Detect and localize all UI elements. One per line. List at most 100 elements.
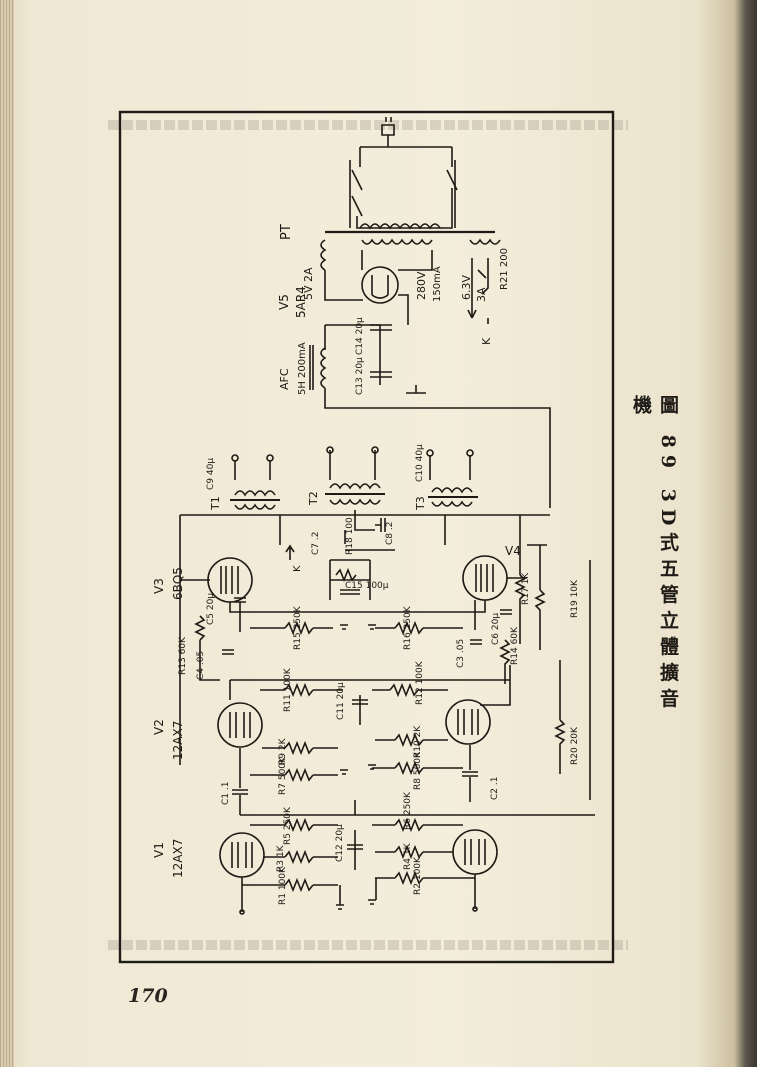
bleed-through-text bbox=[108, 940, 628, 950]
filament-voltage-label: 6.3V bbox=[460, 275, 473, 300]
transformer-secondary bbox=[361, 238, 433, 245]
r13-label: R13 60K bbox=[178, 636, 188, 675]
resistor-r10 bbox=[375, 732, 448, 748]
v3-label: V3 bbox=[152, 578, 166, 594]
capacitor-c4 bbox=[222, 649, 234, 655]
v2b-tube-icon bbox=[445, 699, 491, 745]
resistor-r9 bbox=[262, 740, 338, 756]
v2-type-label: 12AX7 bbox=[171, 721, 185, 760]
schematic-frame bbox=[118, 110, 615, 964]
rectifier-tube-icon bbox=[361, 266, 399, 304]
c5-label: C5 20μ bbox=[206, 593, 216, 625]
r3-label: R3 1K bbox=[276, 844, 286, 872]
pt-label: PT bbox=[279, 224, 294, 240]
transformer-secondary bbox=[320, 239, 327, 271]
capacitor-c11 bbox=[352, 695, 368, 725]
r17-label: R17 1K bbox=[521, 572, 531, 605]
resistor-r2 bbox=[375, 870, 475, 886]
capacitor-c13 bbox=[370, 371, 392, 378]
v2-tube-icon bbox=[217, 702, 263, 748]
choke-coil bbox=[320, 347, 327, 389]
r9-label: R9 2K bbox=[278, 737, 288, 765]
r16-label: R16 250K bbox=[403, 605, 413, 650]
r4-label: R4 1K bbox=[403, 842, 413, 870]
hv-label: 280V bbox=[415, 271, 428, 300]
t3-primary bbox=[431, 500, 473, 507]
resistor-r11 bbox=[260, 682, 343, 698]
resistor-r5 bbox=[250, 817, 338, 833]
v1-label: V1 bbox=[152, 842, 166, 858]
hv-current-label: 150mA bbox=[432, 266, 443, 302]
capacitor-c14 bbox=[370, 324, 392, 331]
output-k-label: K bbox=[292, 565, 303, 572]
resistor-r12 bbox=[372, 682, 448, 698]
resistor-r8 bbox=[372, 760, 463, 776]
output-stage: T1 C9 40μ T2 T3 C10 40μ C8 .2 C7 .2 bbox=[152, 444, 580, 765]
v1-type-label: 12AX7 bbox=[171, 839, 185, 878]
r7-label: R7 500K bbox=[278, 756, 288, 795]
transformer-secondary bbox=[469, 238, 501, 245]
c12-label: C12 20μ bbox=[335, 824, 345, 862]
resistor-r16 bbox=[375, 620, 463, 636]
capacitor-c8 bbox=[354, 510, 386, 532]
resistor-r6 bbox=[372, 817, 463, 833]
r2-label: R2 100K bbox=[413, 856, 423, 895]
c8-label: C8 .2 bbox=[385, 522, 395, 545]
t3-label: T3 bbox=[414, 496, 427, 511]
r15-label: R15 250K bbox=[293, 605, 303, 650]
c3-label: C3 .05 bbox=[456, 639, 466, 668]
r14-label: R14 60K bbox=[510, 626, 520, 665]
capacitor-c6 bbox=[500, 609, 512, 615]
input-terminal bbox=[241, 874, 476, 912]
capacitor-c15 bbox=[340, 589, 360, 595]
driver-stage: R11 100K R12 100K C11 20μ V2 12AX7 R9 2K… bbox=[152, 560, 591, 815]
t3-secondary bbox=[431, 487, 473, 494]
c2-label: C2 .1 bbox=[490, 777, 500, 800]
v4-label: V4 bbox=[505, 544, 521, 558]
c15-label: C15 100μ bbox=[345, 581, 389, 591]
v5-label: V5 bbox=[277, 294, 291, 310]
v3-type-label: 6BQ5 bbox=[171, 567, 185, 600]
power-k-label: K bbox=[480, 337, 493, 345]
resistor-r4 bbox=[375, 844, 453, 860]
v2-label: V2 bbox=[152, 719, 166, 735]
ground-icon bbox=[336, 899, 376, 910]
c7-label: C7 .2 bbox=[311, 532, 321, 555]
r11-label: R11 100K bbox=[283, 667, 293, 712]
r20-label: R20 20K bbox=[570, 726, 580, 765]
r6-label: R6 250K bbox=[403, 791, 413, 830]
c13-label: C13 20μ bbox=[355, 357, 365, 395]
power-plug-icon bbox=[381, 117, 395, 136]
choke-label: 5H 200mA bbox=[297, 342, 308, 395]
resistor-r17-r19 bbox=[514, 544, 547, 650]
resistor-r1 bbox=[242, 877, 338, 893]
resistor-r7 bbox=[250, 767, 338, 783]
t2-secondary bbox=[329, 483, 381, 490]
t2-primary bbox=[329, 498, 381, 505]
power-supply: PT 5V 2A V5 5AR4 280V 150mA 6.3V 3A R21 … bbox=[277, 117, 551, 508]
resistor-r18 bbox=[335, 567, 357, 583]
book-spine bbox=[0, 0, 14, 1067]
capacitor-c5 bbox=[234, 597, 246, 603]
coupling-network: C5 20μ C6 20μ R13 60K C4 .05 C3 .05 R14 … bbox=[178, 593, 520, 684]
resistor-r3 bbox=[264, 849, 338, 865]
rectifier-type-label: 5AR4 bbox=[294, 286, 308, 318]
r19-label: R19 10K bbox=[570, 579, 580, 618]
r1-label: R1 100K bbox=[278, 866, 288, 905]
c1-label: C1 .1 bbox=[221, 782, 231, 805]
ground-icon bbox=[340, 764, 376, 775]
ground-icon bbox=[340, 624, 376, 630]
v1-tube-icon bbox=[219, 832, 265, 878]
v4-tube-icon bbox=[462, 555, 508, 601]
r12-label: R12 100K bbox=[415, 660, 425, 705]
c9-label: C9 40μ bbox=[206, 458, 216, 490]
transformer-primary bbox=[359, 223, 441, 230]
v1b-tube-icon bbox=[452, 829, 498, 875]
afc-label: AFC bbox=[278, 368, 291, 390]
r18-label: R18 100 bbox=[345, 517, 355, 555]
c10-label: C10 40μ bbox=[415, 444, 425, 482]
c4-label: C4 .05 bbox=[196, 651, 206, 680]
resistor-r15 bbox=[250, 620, 333, 636]
